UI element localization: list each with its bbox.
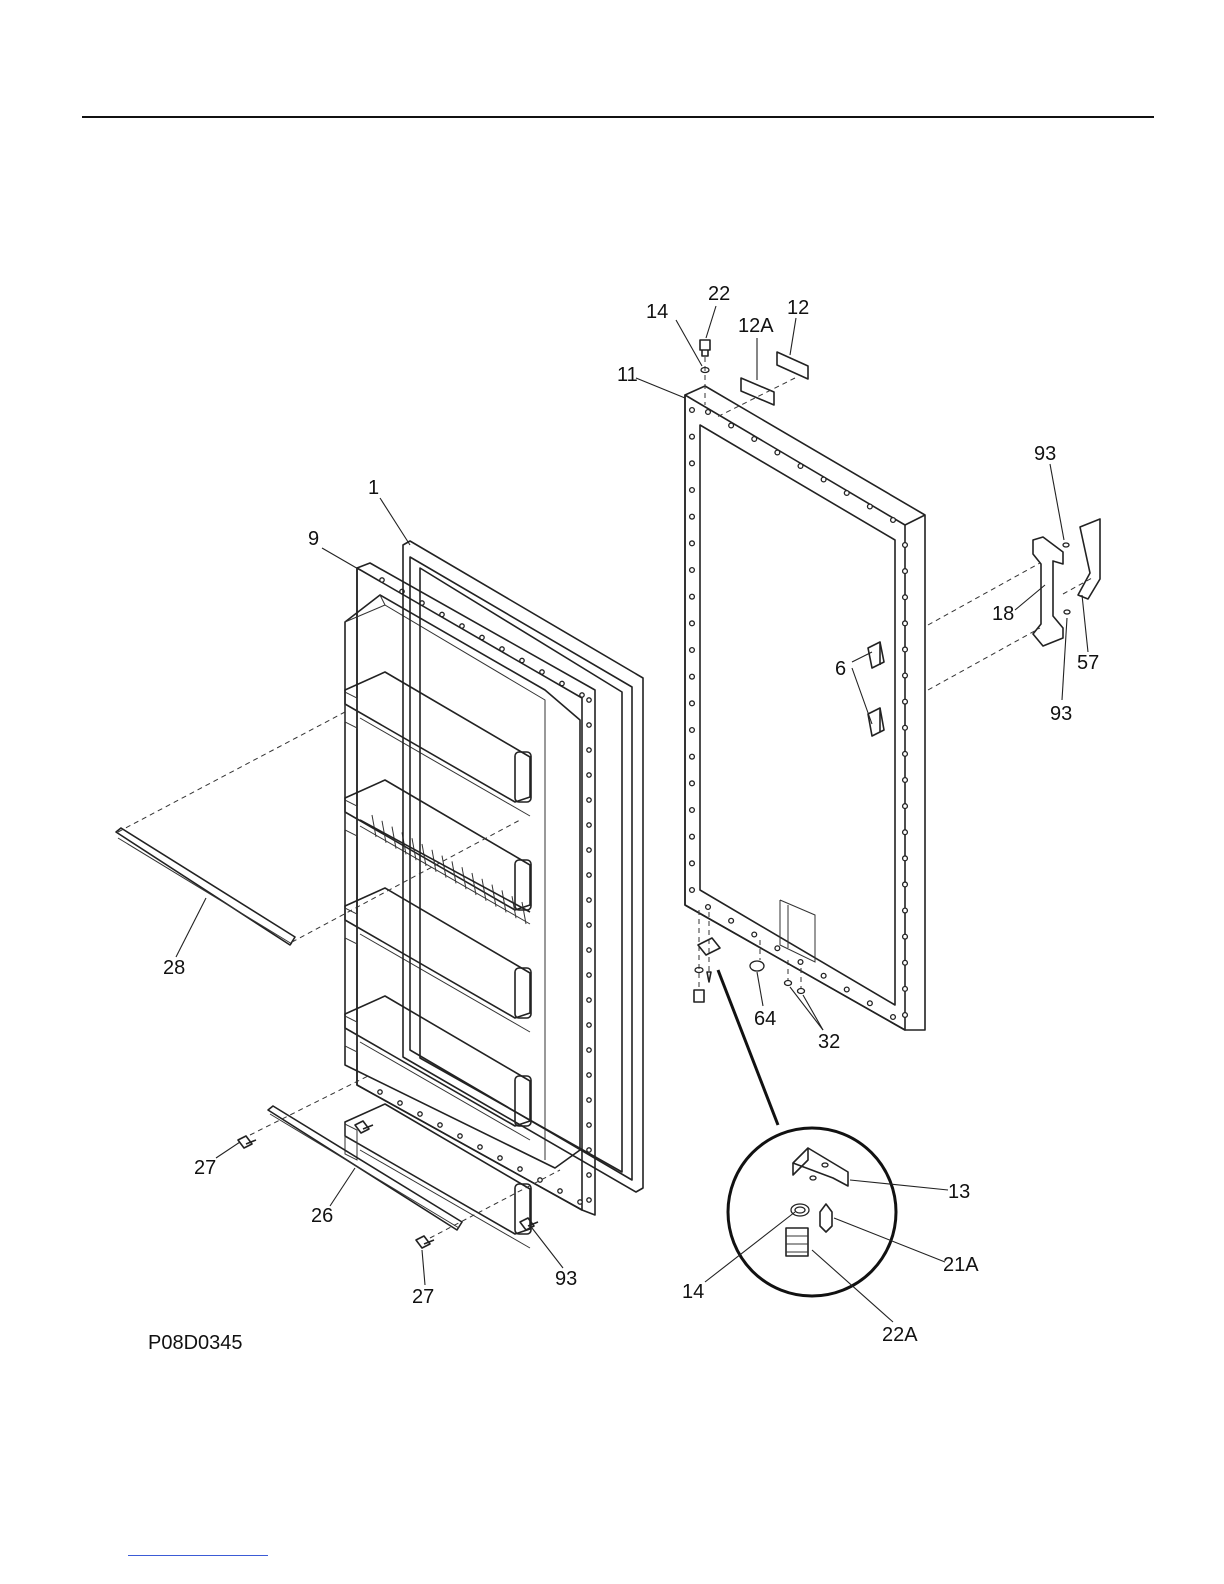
- drawing-id: P08D0345: [148, 1332, 243, 1354]
- callout-93: 93: [555, 1268, 577, 1290]
- callout-32: 32: [818, 1031, 840, 1053]
- shelf-rail-28: [116, 712, 520, 945]
- callout-26: 26: [311, 1205, 333, 1227]
- callout-14: 14: [682, 1281, 704, 1303]
- outer-door-panel: [685, 386, 925, 1030]
- bottom-rail-26: [250, 1075, 560, 1238]
- callout-57: 57: [1077, 652, 1099, 674]
- callout-18: 18: [992, 603, 1014, 625]
- callout-27: 27: [194, 1157, 216, 1179]
- door-labels: [715, 352, 808, 418]
- callout-21A: 21A: [943, 1254, 979, 1276]
- footer-link-underline[interactable]: [128, 1555, 268, 1556]
- callout-93: 93: [1050, 703, 1072, 725]
- callout-1: 1: [368, 477, 379, 499]
- callout-6: 6: [835, 658, 846, 680]
- callout-64: 64: [754, 1008, 776, 1030]
- callout-11: 11: [617, 364, 638, 386]
- door-liner: [345, 563, 595, 1248]
- push-pins-27: [238, 1121, 538, 1248]
- callout-12: 12: [787, 297, 809, 319]
- callout-28: 28: [163, 957, 185, 979]
- callout-27: 27: [412, 1286, 434, 1308]
- callout-22A: 22A: [882, 1324, 918, 1346]
- detail-view-circle: [728, 1128, 896, 1296]
- callout-12A: 12A: [738, 315, 774, 337]
- callout-14: 14: [646, 301, 668, 323]
- callout-22: 22: [708, 283, 730, 305]
- callout-93: 93: [1034, 443, 1056, 465]
- callout-labels: 22 14 12A 12 11 93 1 9 18 57 6 93 28 64 …: [163, 283, 1099, 1346]
- callout-9: 9: [308, 528, 319, 550]
- hinge-brackets: [868, 642, 884, 736]
- top-hinge-screw: [700, 340, 710, 405]
- callout-13: 13: [948, 1181, 970, 1203]
